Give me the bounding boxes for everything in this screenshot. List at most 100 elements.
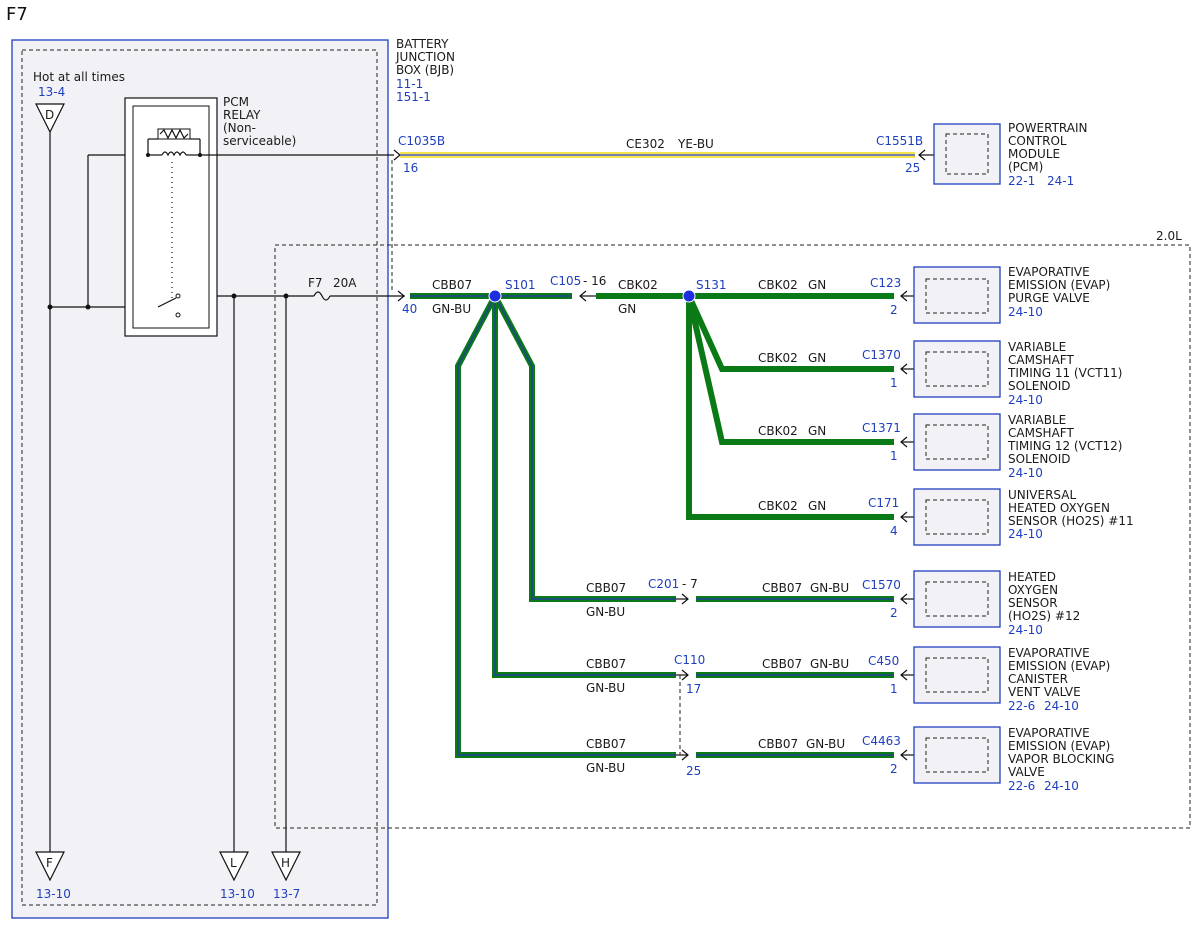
- c110-connector[interactable]: C110: [674, 653, 705, 667]
- splice-s101[interactable]: S101: [505, 278, 536, 292]
- bjb-label-3: BOX (BJB): [396, 63, 454, 77]
- ho2s11-label-2: HEATED OXYGEN: [1008, 501, 1110, 515]
- bjb-internal-wiring: [49, 132, 405, 852]
- junction-dot: [47, 304, 53, 310]
- ho2s11-load: CBK02 GN C171 4 UNIVERSAL HEATED OXYGEN …: [758, 488, 1134, 546]
- ho2s11-wire: [686, 296, 894, 520]
- splice-s131[interactable]: S131: [696, 278, 727, 292]
- vbv-ref-2: 24-10: [1044, 779, 1079, 793]
- fuse-name: F7: [308, 276, 323, 290]
- vbv-label-2: EMISSION (EVAP): [1008, 739, 1110, 753]
- c1551b-connector[interactable]: C1551B: [876, 134, 923, 148]
- vct11-circuit: CBK02: [758, 351, 798, 365]
- junction-dot: [283, 293, 289, 299]
- c110-pin-25: 25: [686, 764, 701, 778]
- ho2s11-circuit: CBK02: [758, 499, 798, 513]
- ho2s11-ref: 24-10: [1008, 527, 1043, 541]
- purge-label-1: EVAPORATIVE: [1008, 265, 1090, 279]
- connector-h-letter: H: [281, 856, 290, 870]
- ho2s12-ref: 24-10: [1008, 623, 1043, 637]
- bjb-ref-2[interactable]: 151-1: [396, 90, 431, 104]
- vbv-label-1: EVAPORATIVE: [1008, 726, 1090, 740]
- engine-label: 2.0L: [1156, 229, 1182, 243]
- vbv-wire-a: [455, 294, 676, 758]
- ho2s12-label-1: HEATED: [1008, 570, 1056, 584]
- c1035b-pin: 16: [403, 161, 418, 175]
- vent-circuit-a: CBB07: [586, 657, 626, 671]
- connector-f-ref[interactable]: 13-10: [36, 887, 71, 901]
- vent-circuit: CBB07: [762, 657, 802, 671]
- cbb07-main-color: GN-BU: [432, 302, 471, 316]
- connector-f-letter: F: [46, 856, 53, 870]
- vct12-circuit: CBK02: [758, 424, 798, 438]
- vent-label-2: EMISSION (EVAP): [1008, 659, 1110, 673]
- vbv-circuit: CBB07: [758, 737, 798, 751]
- vbv-color-a: GN-BU: [586, 761, 625, 775]
- ho2s12-circuit-a: CBB07: [586, 581, 626, 595]
- vct11-load: CBK02 GN C1370 1 VARIABLE CAMSHAFT TIMIN…: [758, 340, 1123, 407]
- c4463-pin: 2: [890, 762, 898, 776]
- c1570-connector: C1570: [862, 578, 901, 592]
- pcm-ref-1[interactable]: 22-1: [1008, 174, 1035, 188]
- purge-label-3: PURGE VALVE: [1008, 291, 1090, 305]
- vbv-ref-1: 22-6: [1008, 779, 1035, 793]
- splice-s131-dot[interactable]: [682, 289, 696, 303]
- fuse-rating: 20A: [333, 276, 357, 290]
- pcm-label-4: (PCM): [1008, 160, 1043, 174]
- vct11-label-1: VARIABLE: [1008, 340, 1066, 354]
- bjb-inner-dashed: [21, 49, 378, 906]
- bjb-output-pin: 40: [402, 302, 417, 316]
- ho2s12-color-a: GN-BU: [586, 605, 625, 619]
- vent-label-1: EVAPORATIVE: [1008, 646, 1090, 660]
- vct12-label-1: VARIABLE: [1008, 413, 1066, 427]
- pcm-module[interactable]: [933, 123, 1001, 185]
- connector-l-letter: L: [230, 856, 237, 870]
- c171-connector: C171: [868, 496, 899, 510]
- connector-d-ref[interactable]: 13-4: [38, 85, 65, 99]
- vct11-label-2: CAMSHAFT: [1008, 353, 1074, 367]
- vct11-wire: [686, 294, 894, 372]
- c105-connector[interactable]: C105: [550, 274, 581, 288]
- ho2s12-circuit: CBB07: [762, 581, 802, 595]
- c123-connector: C123: [870, 276, 901, 290]
- cbb07-main-circuit: CBB07: [432, 278, 472, 292]
- vent-ref-1: 22-6: [1008, 699, 1035, 713]
- c1551b-pin: 25: [905, 161, 920, 175]
- connector-l-ref[interactable]: 13-10: [220, 887, 255, 901]
- connector-d-letter: D: [45, 108, 54, 122]
- pcm-label-1: POWERTRAIN: [1008, 121, 1088, 135]
- bjb-ref-1[interactable]: 11-1: [396, 77, 423, 91]
- bjb-output-arrow-icon: [397, 290, 405, 302]
- relay-label-1: PCM: [223, 95, 249, 109]
- vct12-label-3: TIMING 12 (VCT12): [1007, 439, 1123, 453]
- c1035b-arrow-icon: [393, 149, 401, 161]
- vct12-label-2: CAMSHAFT: [1008, 426, 1074, 440]
- c4463-connector: C4463: [862, 734, 901, 748]
- c171-pin: 4: [890, 524, 898, 538]
- relay-label-3: (Non-: [223, 121, 256, 135]
- relay-label-4: serviceable): [223, 134, 296, 148]
- bjb-label-2: JUNCTION: [395, 50, 455, 64]
- ho2s11-label-1: UNIVERSAL: [1008, 488, 1076, 502]
- purge-valve-load: CBK02 GN C123 2 EVAPORATIVE EMISSION (EV…: [758, 265, 1110, 324]
- purge-circuit: CBK02: [758, 278, 798, 292]
- pcm-label-3: MODULE: [1008, 147, 1060, 161]
- c1371-connector: C1371: [862, 421, 901, 435]
- purge-color: GN: [808, 278, 826, 292]
- splice-s101-dot[interactable]: [488, 289, 502, 303]
- connector-h-ref[interactable]: 13-7: [273, 887, 300, 901]
- ho2s11-label-3: SENSOR (HO2S) #11: [1008, 514, 1134, 528]
- vbv-color: GN-BU: [806, 737, 845, 751]
- c201-connector[interactable]: C201: [648, 577, 679, 591]
- vent-ref-2: 24-10: [1044, 699, 1079, 713]
- connector-d-icon: [35, 103, 65, 134]
- ce302-circuit-label: CE302: [626, 137, 665, 151]
- vbv-label-3: VAPOR BLOCKING: [1008, 752, 1114, 766]
- c1035b-connector[interactable]: C1035B: [398, 134, 445, 148]
- pcm-ref-2[interactable]: 24-1: [1047, 174, 1074, 188]
- vent-color-a: GN-BU: [586, 681, 625, 695]
- ce302-color-label: YE-BU: [677, 137, 714, 151]
- page-title: F7: [6, 4, 28, 25]
- cbk02-main-color: GN: [618, 302, 636, 316]
- c450-pin: 1: [890, 682, 898, 696]
